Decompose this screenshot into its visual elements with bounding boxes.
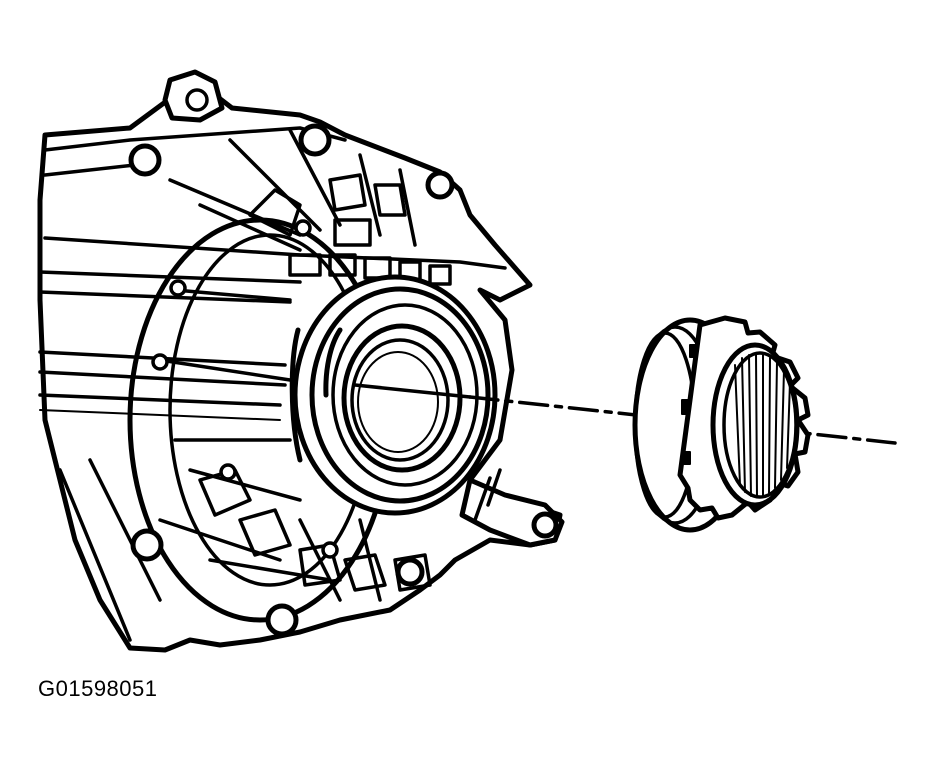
seal-inner-splines: [722, 351, 798, 499]
output-seal: [632, 315, 811, 533]
figure-id-label: G01598051: [38, 676, 158, 701]
transfer-case-housing: [37, 69, 565, 653]
transfer-case-seal-illustration: [37, 69, 897, 653]
